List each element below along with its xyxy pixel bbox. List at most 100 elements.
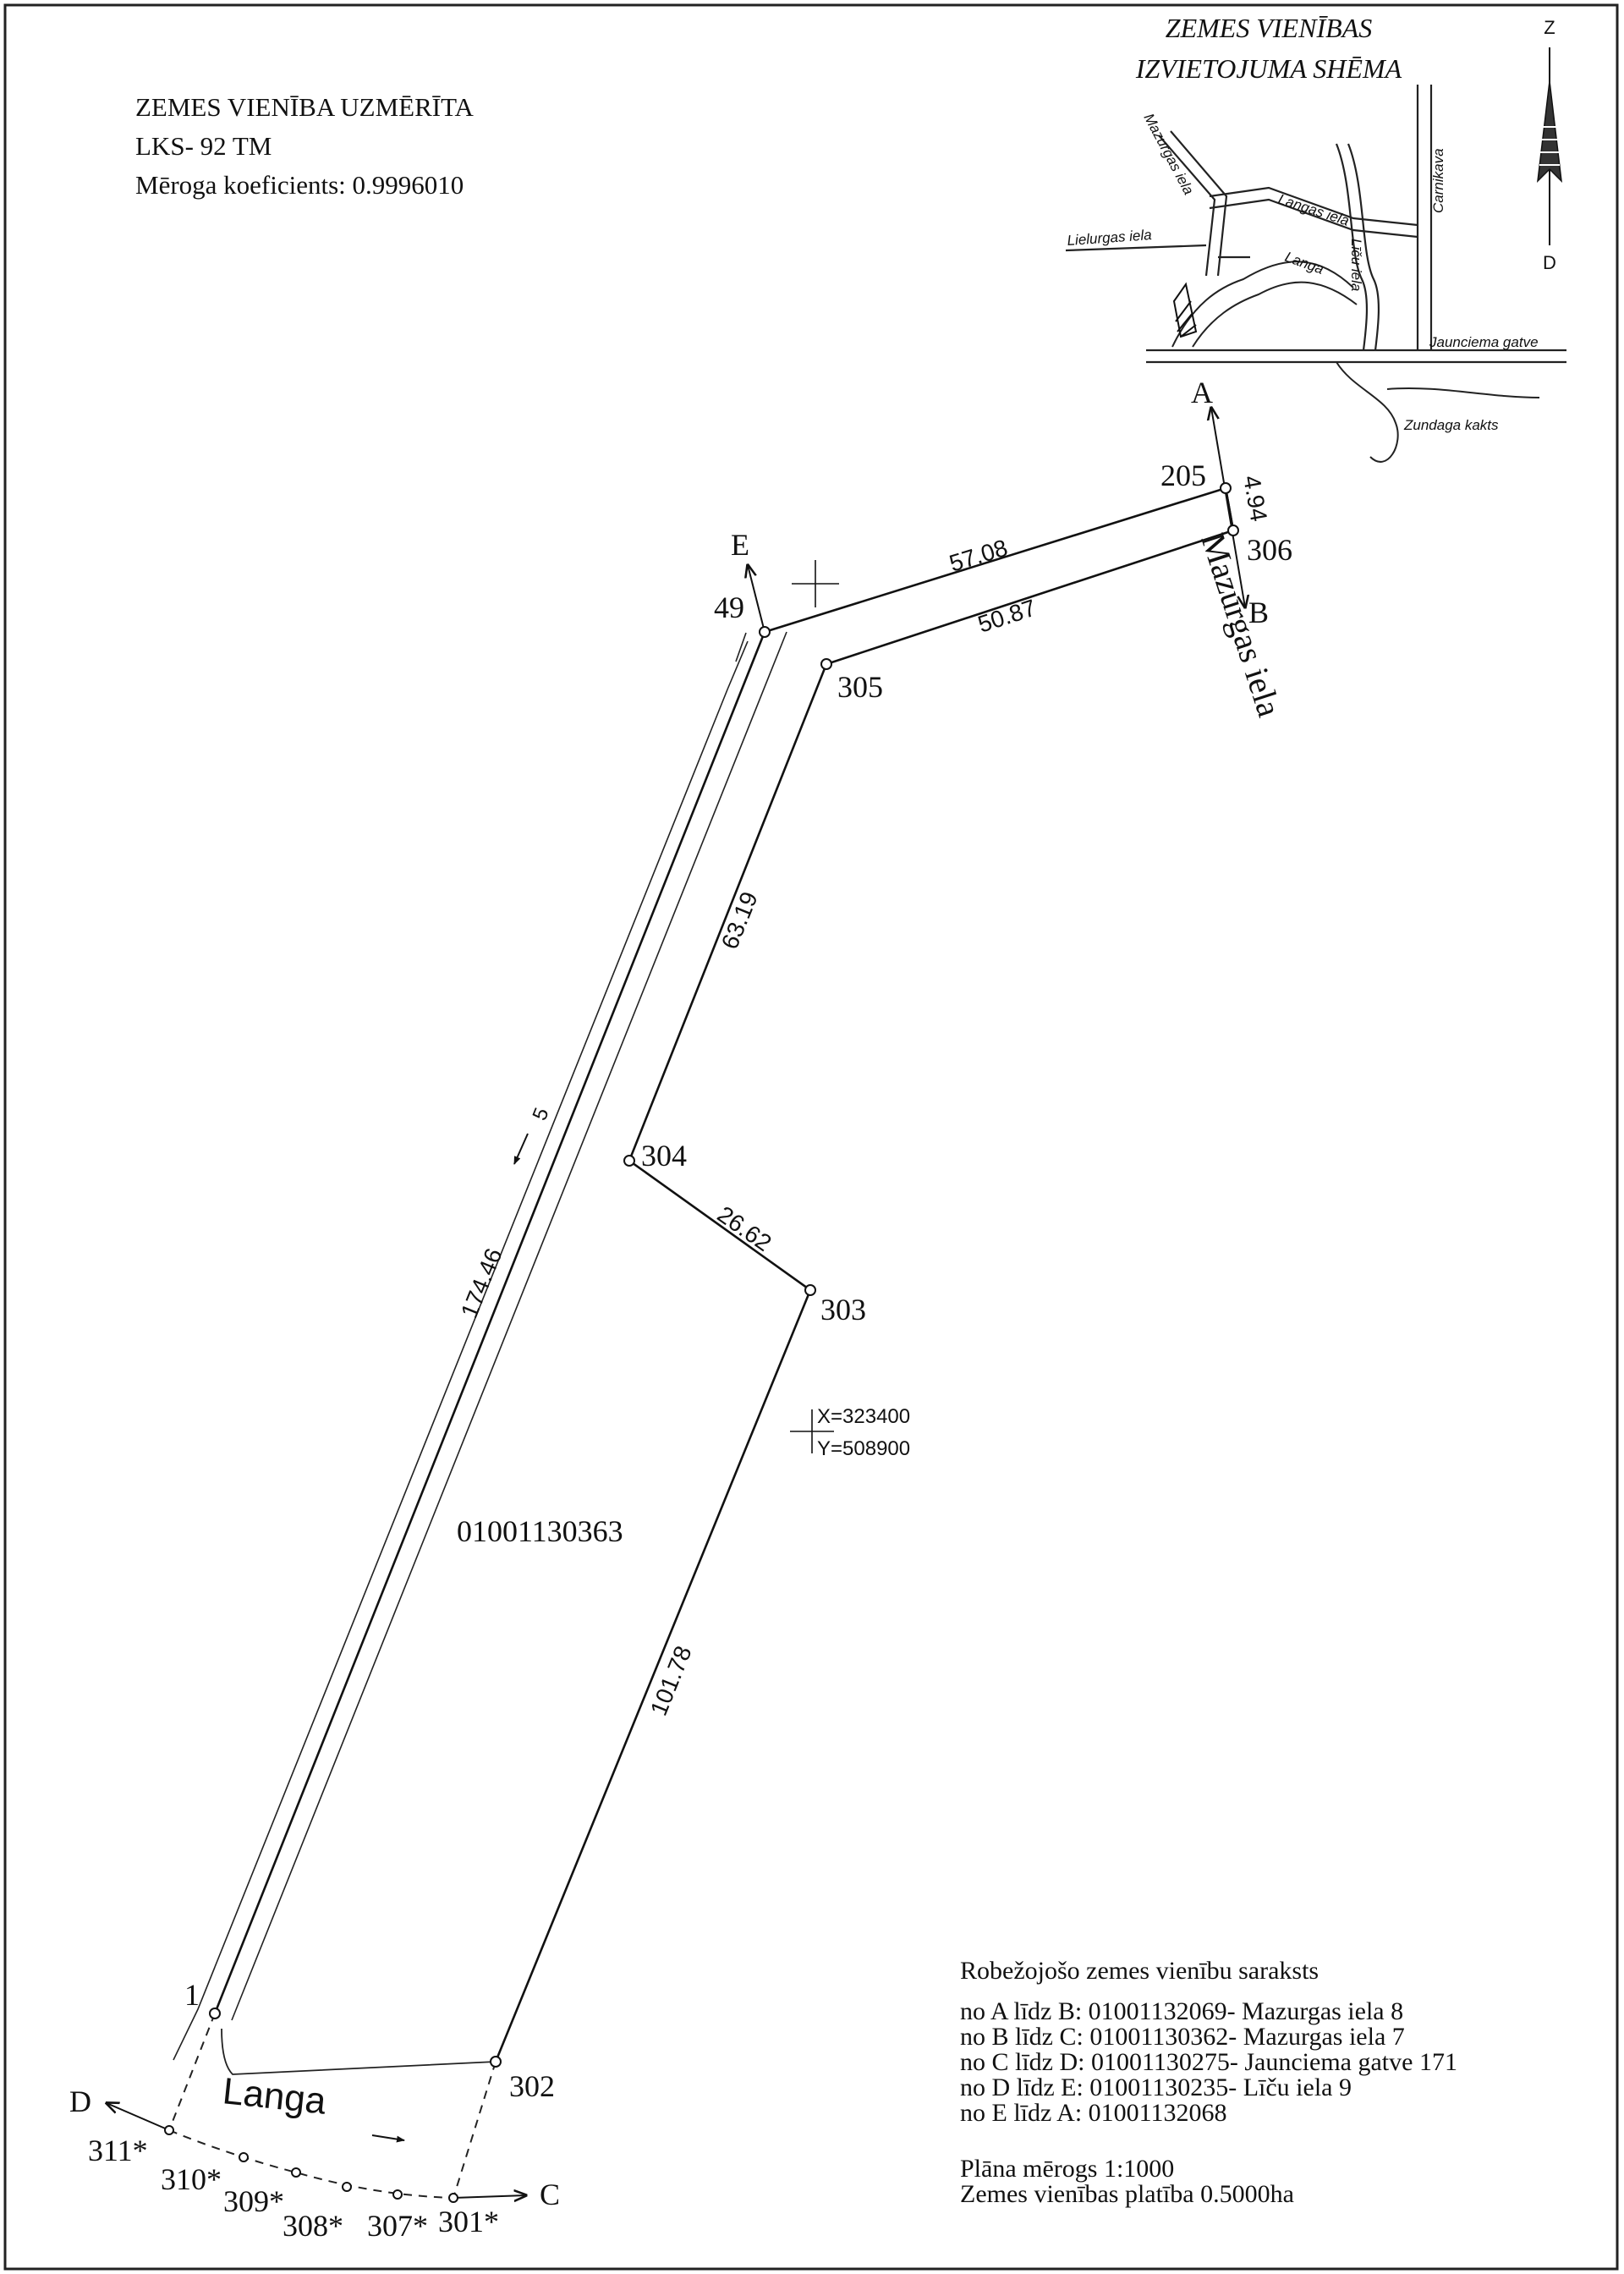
distance-label-305-304: 63.19 <box>716 888 763 953</box>
inset-river-langa <box>1171 261 1354 348</box>
point-label-304: 304 <box>641 1139 687 1173</box>
inset-coast-zundaga-edge <box>1386 387 1540 398</box>
direction-label-d: D <box>69 2084 91 2118</box>
neighbour-row: no B līdz C: 01001130362- Mazurgas iela … <box>960 2023 1405 2051</box>
point-label-205: 205 <box>1160 459 1206 492</box>
inset-road-licu <box>1335 143 1368 351</box>
direction-label-b: B <box>1248 596 1269 629</box>
direction-label-e: E <box>731 528 749 562</box>
point-marker-305 <box>820 658 832 670</box>
inset-coast-zundaga <box>1336 361 1399 463</box>
direction-label-a: A <box>1191 376 1213 409</box>
point-marker-311 <box>164 2125 174 2135</box>
direction-label-c: C <box>540 2178 560 2211</box>
parcel-boundary <box>494 486 1235 2063</box>
inset-label-lielurgas: Lielurgas iela <box>1067 227 1152 249</box>
parcel-boundary-west <box>213 631 766 2014</box>
neighbour-row: no C līdz D: 01001130275- Jaunciema gatv… <box>960 2048 1457 2076</box>
road-edge-west2 <box>735 632 747 662</box>
grid-cross-upper <box>792 560 839 607</box>
header-line-3: Mēroga koeficients: 0.9996010 <box>135 170 464 200</box>
inset-river-langa-edge <box>1192 281 1358 348</box>
point-label-303: 303 <box>820 1293 866 1326</box>
flow-label: 5 <box>529 1105 554 1124</box>
point-label-309: 309* <box>223 2184 284 2218</box>
inset-label-zundaga: Zundaga kakts <box>1403 417 1499 433</box>
inset-road-lielurgas <box>1065 244 1207 252</box>
dashed-boundary <box>168 2013 497 2199</box>
point-label-301: 301* <box>438 2205 499 2238</box>
point-marker-309 <box>291 2167 301 2178</box>
inset-label-langas: Langas iela <box>1276 191 1352 229</box>
north-arrow-icon: Z D <box>1537 17 1562 273</box>
compass-north-label: Z <box>1544 17 1555 38</box>
distance-label-49-205: 57.08 <box>946 535 1011 577</box>
header-line-1: ZEMES VIENĪBA UZMĒRĪTA <box>135 92 474 122</box>
survey-points <box>164 482 1239 2203</box>
parcel-id: 01001130363 <box>457 1514 623 1548</box>
header-block: ZEMES VIENĪBA UZMĒRĪTA LKS- 92 TM Mēroga… <box>135 88 474 205</box>
direction-arrow-c <box>453 2195 526 2198</box>
river-arrow-icon <box>371 2134 405 2143</box>
point-marker-301 <box>448 2193 458 2203</box>
grid-cross-coordinates <box>790 1409 834 1453</box>
grid-cross-x-label: X=323400 <box>817 1405 910 1428</box>
inset-label-mazurgas: Mazurgas iela <box>1140 111 1196 197</box>
plan-scale: Plāna mērogs 1:1000 <box>960 2155 1175 2183</box>
inset-label-langa: Langa <box>1283 249 1326 277</box>
point-label-311: 311* <box>88 2134 148 2167</box>
parcel-bottom-edge <box>221 2028 497 2075</box>
distance-label-303-302: 101.78 <box>645 1642 697 1719</box>
neighbour-row: no A līdz B: 01001132069- Mazurgas iela … <box>960 1997 1404 2025</box>
parcel-area: Zemes vienības platība 0.5000ha <box>960 2180 1294 2208</box>
point-marker-302 <box>490 2056 502 2068</box>
header-line-2: LKS- 92 TM <box>135 131 272 161</box>
direction-arrow-b <box>1227 507 1245 607</box>
direction-arrow-d <box>107 2103 170 2131</box>
point-marker-310 <box>239 2152 249 2162</box>
inset-road-licu-edge <box>1347 143 1380 351</box>
road-edge-west <box>173 640 749 2061</box>
neighbour-row: no E līdz A: 01001132068 <box>960 2099 1227 2127</box>
inset-title-line2: IZVIETOJUMA SHĒMA <box>1135 53 1402 84</box>
point-marker-308 <box>342 2182 352 2192</box>
point-marker-205 <box>1220 482 1232 494</box>
point-label-307: 307* <box>367 2209 428 2243</box>
inset-label-carnikava: Carnikava <box>1430 148 1446 213</box>
point-label-310: 310* <box>161 2162 222 2196</box>
distance-label-305-306: 50.87 <box>974 595 1039 638</box>
point-marker-307 <box>392 2189 403 2200</box>
inset-title-line1: ZEMES VIENĪBAS <box>1166 13 1372 43</box>
point-marker-303 <box>804 1284 816 1296</box>
neighbour-list: Robežojošo zemes vienību saraksts no A l… <box>960 1958 1457 2207</box>
point-marker-49 <box>759 626 771 638</box>
point-label-306: 306 <box>1247 533 1292 567</box>
point-label-302: 302 <box>509 2069 555 2103</box>
inset-road-langas-edge <box>1209 198 1418 239</box>
point-label-305: 305 <box>837 670 883 704</box>
distance-label-1-49: 174.46 <box>456 1244 508 1321</box>
neighbour-list-title: Robežojošo zemes vienību saraksts <box>960 1957 1320 1985</box>
inset-label-jaunciema: Jaunciema gatve <box>1429 334 1539 350</box>
point-label-49: 49 <box>714 590 744 624</box>
point-marker-304 <box>623 1155 635 1167</box>
inset-road-mazurgas-edge <box>1170 130 1228 277</box>
sheet-border <box>3 3 1619 2271</box>
compass-south-label: D <box>1543 252 1556 273</box>
grid-cross-y-label: Y=508900 <box>817 1437 910 1460</box>
direction-arrow-e <box>748 565 765 633</box>
point-marker-306 <box>1227 525 1239 536</box>
inset-road-mazurgas <box>1158 135 1216 277</box>
neighbour-row: no D līdz E: 01001130235- Līču iela 9 <box>960 2074 1352 2101</box>
flow-arrow-icon <box>513 1133 529 1165</box>
inset-parcel-hatch <box>1172 282 1198 338</box>
point-marker-1 <box>209 2008 221 2019</box>
point-label-308: 308* <box>283 2209 343 2243</box>
inset-label-licu: Līču iela <box>1348 239 1364 291</box>
parcel-east-strip <box>231 631 787 2021</box>
distance-label-304-303: 26.62 <box>713 1201 776 1257</box>
distance-label-205-306: 4.94 <box>1238 474 1272 524</box>
point-label-1: 1 <box>184 1978 200 2012</box>
river-label-langa: Langa <box>221 2070 328 2123</box>
